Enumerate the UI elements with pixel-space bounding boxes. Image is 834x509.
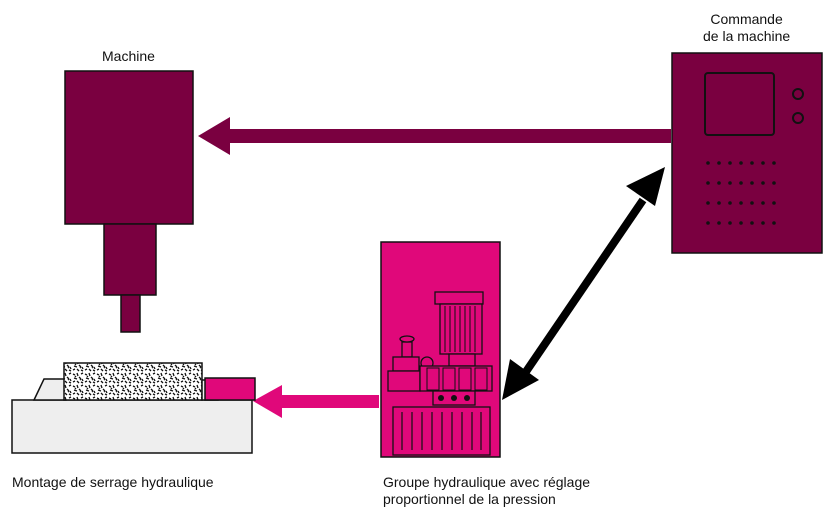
cabinet-indicator-dot <box>761 181 765 185</box>
control-cabinet-icon <box>671 52 823 254</box>
cabinet-indicator-dot <box>739 221 743 225</box>
cabinet-indicator-dot <box>761 221 765 225</box>
cabinet-indicator-dot <box>728 181 732 185</box>
cabinet-indicator-dot <box>728 201 732 205</box>
control-label: Commande de la machine <box>703 11 790 45</box>
cabinet-indicator-dot <box>750 181 754 185</box>
hydraulic-to-fixture-arrow <box>253 385 379 418</box>
cabinet-indicator-dot <box>750 161 754 165</box>
clamping-fixture-icon <box>11 362 256 454</box>
cabinet-indicator-dot <box>761 161 765 165</box>
hydraulic-label-line2: proportionnel de la pression <box>383 491 556 507</box>
machine-icon <box>64 70 194 333</box>
cabinet-indicator-dot <box>728 221 732 225</box>
control-hydraulic-double-arrow <box>502 167 665 400</box>
cabinet-indicator-dot <box>772 161 776 165</box>
control-to-machine-arrow <box>198 117 671 155</box>
cabinet-indicator-dot <box>772 181 776 185</box>
control-label-line2: de la machine <box>703 28 791 44</box>
cabinet-indicator-dot <box>761 201 765 205</box>
machine-label: Machine <box>102 48 155 64</box>
cabinet-indicator-dot <box>728 161 732 165</box>
cabinet-indicator-dot <box>739 201 743 205</box>
cabinet-indicator-dot <box>706 161 710 165</box>
cabinet-indicator-dot <box>750 201 754 205</box>
cabinet-indicator-dot <box>750 221 754 225</box>
cabinet-indicator-dot <box>772 201 776 205</box>
cabinet-indicator-dot <box>706 181 710 185</box>
cabinet-indicator-dot <box>717 221 721 225</box>
cabinet-indicator-dot <box>739 181 743 185</box>
hydraulic-unit-icon <box>380 241 501 458</box>
cabinet-indicator-dot <box>772 221 776 225</box>
cabinet-indicator-dot <box>717 201 721 205</box>
hydraulic-unit-label: Groupe hydraulique avec réglage proporti… <box>383 474 590 508</box>
cabinet-indicator-dot <box>706 221 710 225</box>
cabinet-indicator-dot <box>717 161 721 165</box>
hydraulic-label-line1: Groupe hydraulique avec réglage <box>383 474 591 490</box>
cabinet-indicator-dot <box>717 181 721 185</box>
control-label-line1: Commande <box>710 11 783 27</box>
cabinet-indicator-dot <box>706 201 710 205</box>
fixture-label: Montage de serrage hydraulique <box>12 474 214 490</box>
cabinet-indicator-dot <box>739 161 743 165</box>
